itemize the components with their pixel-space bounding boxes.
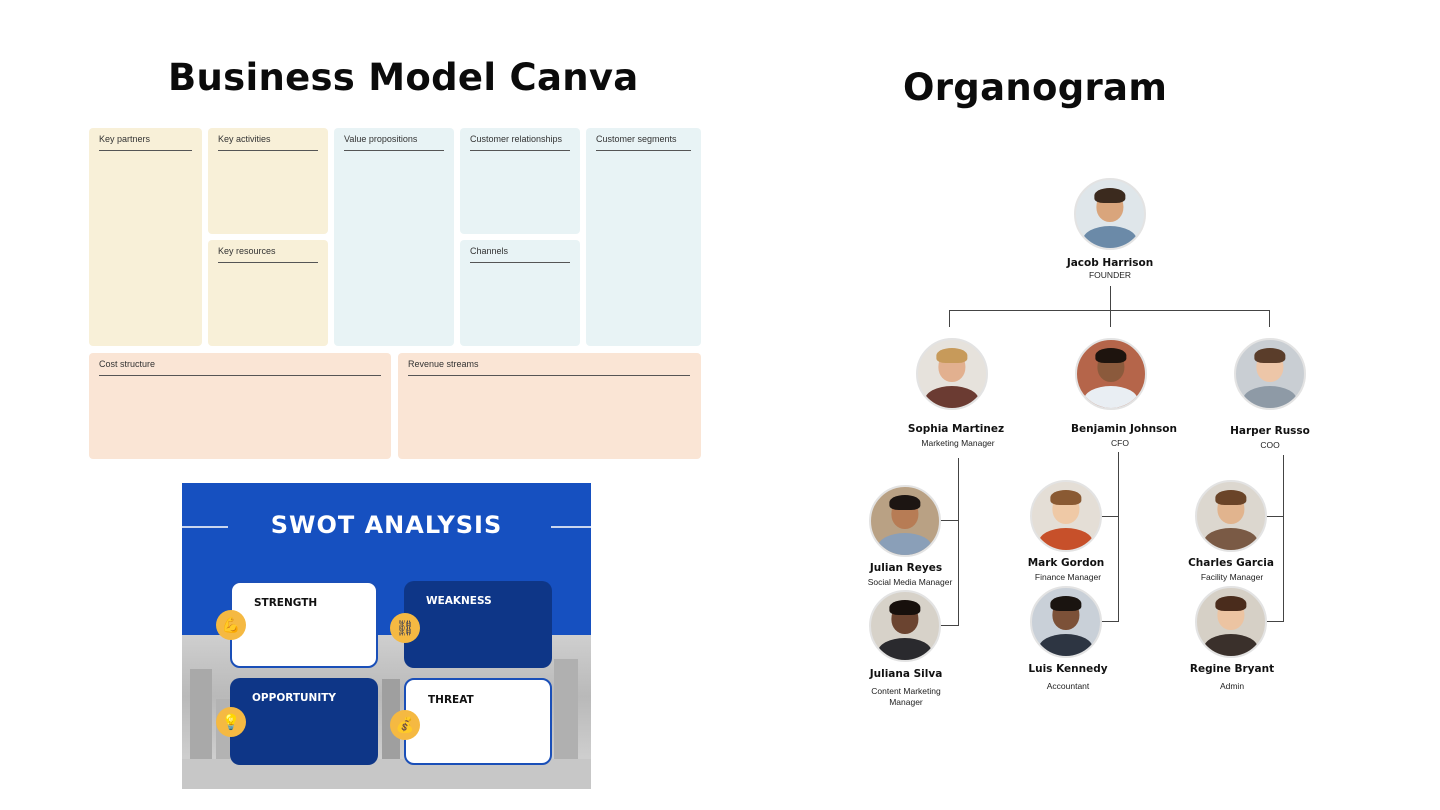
connector-line	[1283, 455, 1284, 622]
value-propositions-block: Value propositions	[334, 128, 454, 346]
key-partners-label: Key partners	[99, 134, 151, 144]
staff-name: Mark Gordon	[1027, 557, 1105, 569]
staff-name: Charles Garcia	[1188, 557, 1274, 569]
connector-line	[1118, 452, 1119, 622]
divider	[470, 150, 570, 151]
swot-title: SWOT ANALYSIS	[270, 511, 503, 539]
swot-analysis-graphic: SWOT ANALYSIS STRENGTH WEAKNESS OPPORTUN…	[182, 483, 591, 789]
connector-line	[949, 310, 1270, 311]
staff-name: Juliana Silva	[869, 668, 943, 680]
strength-label: STRENGTH	[254, 597, 318, 609]
money-bomb-icon: 💰	[390, 710, 420, 740]
connector-line	[1101, 621, 1119, 622]
connector-line	[1110, 286, 1111, 327]
opportunity-label: OPPORTUNITY	[252, 692, 337, 704]
manager-role: COO	[1260, 440, 1280, 450]
cost-structure-label: Cost structure	[99, 359, 156, 369]
connector-line	[1269, 310, 1270, 327]
manager-role: Marketing Manager	[921, 438, 995, 448]
key-activities-block: Key activities	[208, 128, 328, 234]
founder-role: FOUNDER	[1088, 270, 1132, 280]
title-rule-left	[182, 526, 228, 528]
customer-relationships-block: Customer relationships	[460, 128, 580, 234]
manager-role: CFO	[1111, 438, 1129, 448]
connector-line	[1266, 516, 1284, 517]
key-activities-label: Key activities	[218, 134, 271, 144]
channels-label: Channels	[470, 246, 509, 256]
staff-role: Admin	[1219, 681, 1245, 691]
connector-line	[958, 458, 959, 626]
avatar	[1030, 480, 1102, 552]
staff-name: Julian Reyes	[869, 562, 943, 574]
lightbulb-icon: 💡	[216, 707, 246, 737]
value-propositions-label: Value propositions	[344, 134, 418, 144]
customer-segments-label: Customer segments	[596, 134, 677, 144]
divider	[470, 262, 570, 263]
staff-role: Social Media Manager	[867, 577, 953, 587]
divider	[99, 150, 192, 151]
manager-name: Harper Russo	[1230, 425, 1310, 437]
key-resources-block: Key resources	[208, 240, 328, 346]
avatar	[1074, 178, 1146, 250]
staff-name: Regine Bryant	[1189, 663, 1275, 675]
threat-box: THREAT	[404, 678, 552, 765]
founder-name: Jacob Harrison	[1066, 257, 1154, 269]
divider	[596, 150, 691, 151]
cost-structure-block: Cost structure	[89, 353, 391, 459]
avatar	[1234, 338, 1306, 410]
connector-line	[949, 310, 950, 327]
flexed-arm-icon: 💪	[216, 610, 246, 640]
organogram-title: Organogram	[903, 66, 1168, 109]
avatar	[1195, 586, 1267, 658]
manager-name: Sophia Martinez	[907, 423, 1005, 435]
staff-role: Facility Manager	[1200, 572, 1264, 582]
connector-line	[1101, 516, 1119, 517]
opportunity-box: OPPORTUNITY	[230, 678, 378, 765]
customer-segments-block: Customer segments	[586, 128, 701, 346]
avatar	[869, 590, 941, 662]
manager-name: Benjamin Johnson	[1071, 423, 1177, 435]
title-rule-right	[551, 526, 591, 528]
divider	[218, 150, 318, 151]
connector-line	[940, 520, 959, 521]
avatar	[1030, 586, 1102, 658]
avatar	[1195, 480, 1267, 552]
threat-label: THREAT	[428, 694, 474, 706]
connector-line	[1266, 621, 1284, 622]
channels-block: Channels	[460, 240, 580, 346]
avatar	[916, 338, 988, 410]
key-partners-block: Key partners	[89, 128, 202, 346]
business-model-canvas-title: Business Model Canva	[168, 56, 639, 99]
broken-chain-icon: ⛓	[390, 613, 420, 643]
weakness-label: WEAKNESS	[426, 595, 492, 607]
divider	[344, 150, 444, 151]
customer-relationships-label: Customer relationships	[470, 134, 563, 144]
divider	[408, 375, 690, 376]
divider	[99, 375, 381, 376]
weakness-box: WEAKNESS	[404, 581, 552, 668]
avatar	[869, 485, 941, 557]
revenue-streams-block: Revenue streams	[398, 353, 701, 459]
staff-role: Content Marketing Manager	[871, 686, 941, 707]
connector-line	[940, 625, 959, 626]
strength-box: STRENGTH	[230, 581, 378, 668]
staff-role: Accountant	[1046, 681, 1090, 691]
key-resources-label: Key resources	[218, 246, 276, 256]
avatar	[1075, 338, 1147, 410]
staff-role: Finance Manager	[1034, 572, 1102, 582]
revenue-streams-label: Revenue streams	[408, 359, 479, 369]
staff-name: Luis Kennedy	[1028, 663, 1108, 675]
divider	[218, 262, 318, 263]
